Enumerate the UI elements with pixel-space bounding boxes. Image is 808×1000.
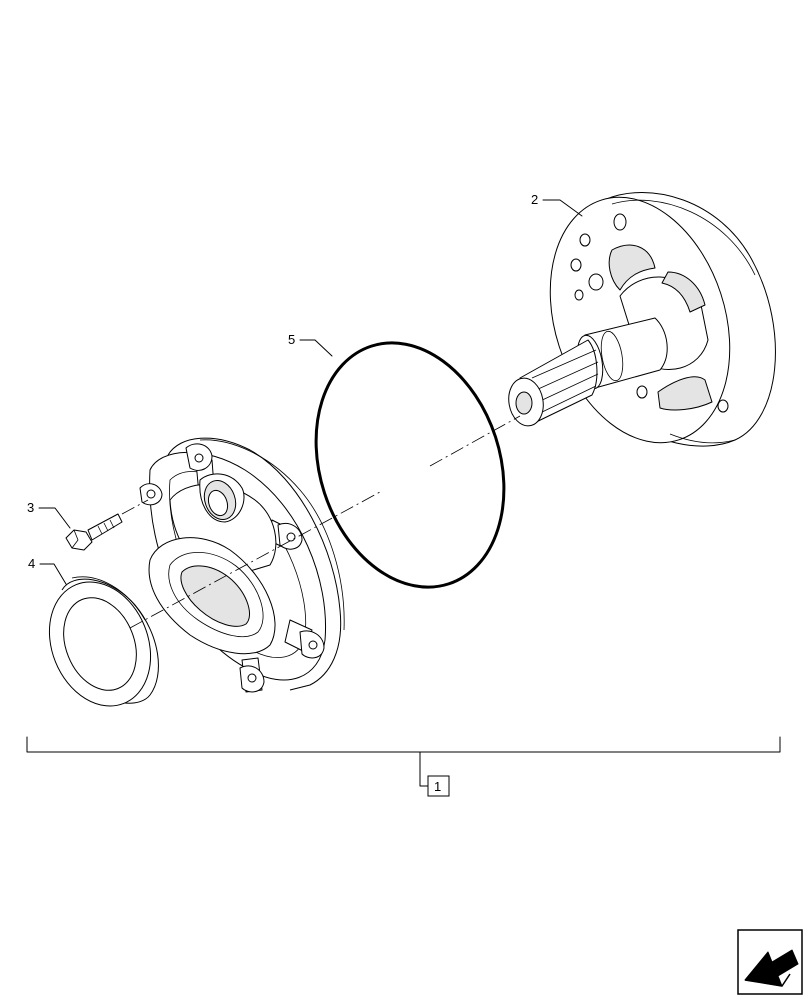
callout-box-1: [427, 775, 450, 797]
pump-housing-part: [139, 437, 345, 693]
bolt-part: [65, 513, 123, 551]
pump-body-part: [508, 192, 776, 447]
next-page-arrow-icon[interactable]: [737, 929, 803, 995]
bolt-axis-line: [121, 499, 149, 515]
callout-label-3: 3: [27, 500, 34, 515]
callout-label-4: 4: [28, 556, 35, 571]
callout-3: 3: [27, 500, 71, 529]
seal-ring-part: [48, 576, 159, 707]
o-ring-part: [314, 341, 506, 589]
assembly-bracket: 1: [26, 736, 781, 797]
callout-label-1: 1: [434, 779, 441, 794]
callout-5: 5: [288, 332, 333, 357]
callout-2: 2: [531, 192, 583, 217]
callout-label-5: 5: [288, 332, 295, 347]
callout-4: 4: [28, 556, 67, 585]
callout-label-2: 2: [531, 192, 538, 207]
center-axis-line: [129, 415, 521, 629]
